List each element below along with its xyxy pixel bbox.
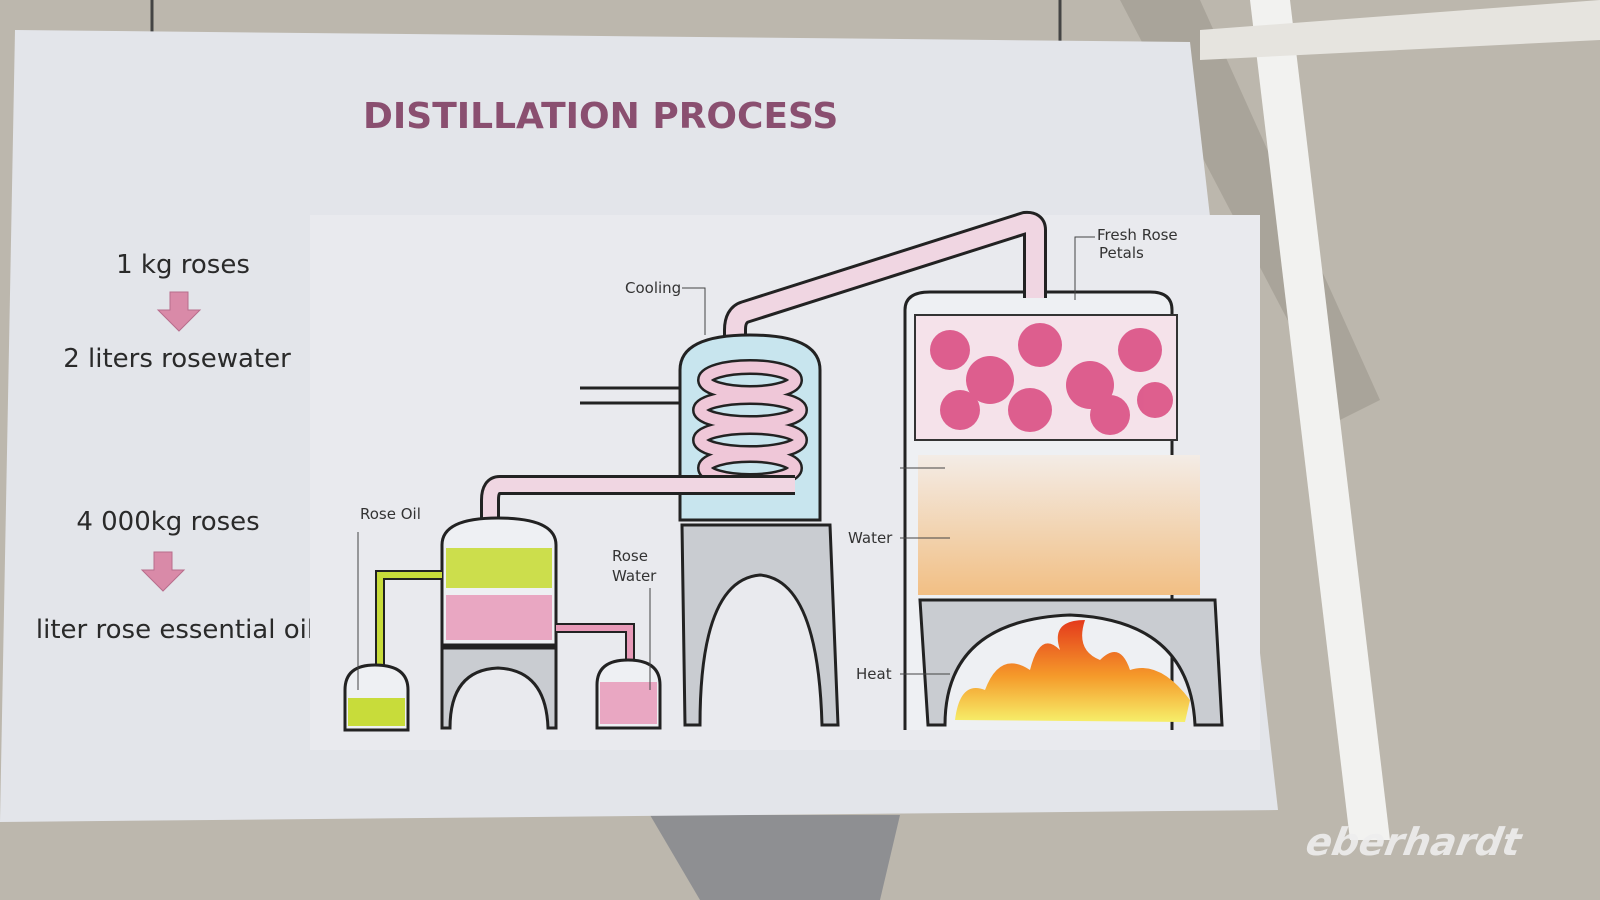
metal-beam bbox=[650, 815, 900, 900]
label-rose-water-2: Water bbox=[612, 567, 657, 585]
white-pole bbox=[1250, 0, 1390, 840]
label-fresh-rose-petals-2: Petals bbox=[1099, 244, 1144, 262]
label-cooling: Cooling bbox=[625, 279, 681, 297]
label-rose-water: Rose bbox=[612, 547, 648, 565]
down-arrow-icon bbox=[156, 291, 202, 332]
ceiling-rail bbox=[1200, 0, 1600, 60]
rose-oil-bottle bbox=[343, 663, 410, 732]
condenser bbox=[580, 333, 840, 727]
label-heat: Heat bbox=[856, 665, 892, 683]
label-water: Water bbox=[848, 529, 893, 547]
furnace-stand bbox=[918, 598, 1224, 727]
watermark-logo: eberhardt bbox=[1302, 820, 1526, 865]
ratio-2-output: liter rose essential oil bbox=[36, 615, 314, 645]
down-arrow-icon bbox=[140, 551, 186, 592]
label-rose-oil: Rose Oil bbox=[360, 505, 421, 523]
rose-water-bottle bbox=[595, 658, 662, 730]
label-fresh-rose-petals: Fresh Rose bbox=[1097, 226, 1178, 244]
separator-flask bbox=[375, 516, 635, 730]
ratio-1-output: 2 liters rosewater bbox=[63, 344, 291, 374]
water-layer bbox=[918, 455, 1200, 595]
flame-icon bbox=[955, 620, 1190, 722]
ratio-1-input: 1 kg roses bbox=[116, 250, 250, 280]
poster-title: DISTILLATION PROCESS bbox=[363, 96, 838, 137]
ratio-2-input: 4 000kg roses bbox=[76, 507, 259, 537]
